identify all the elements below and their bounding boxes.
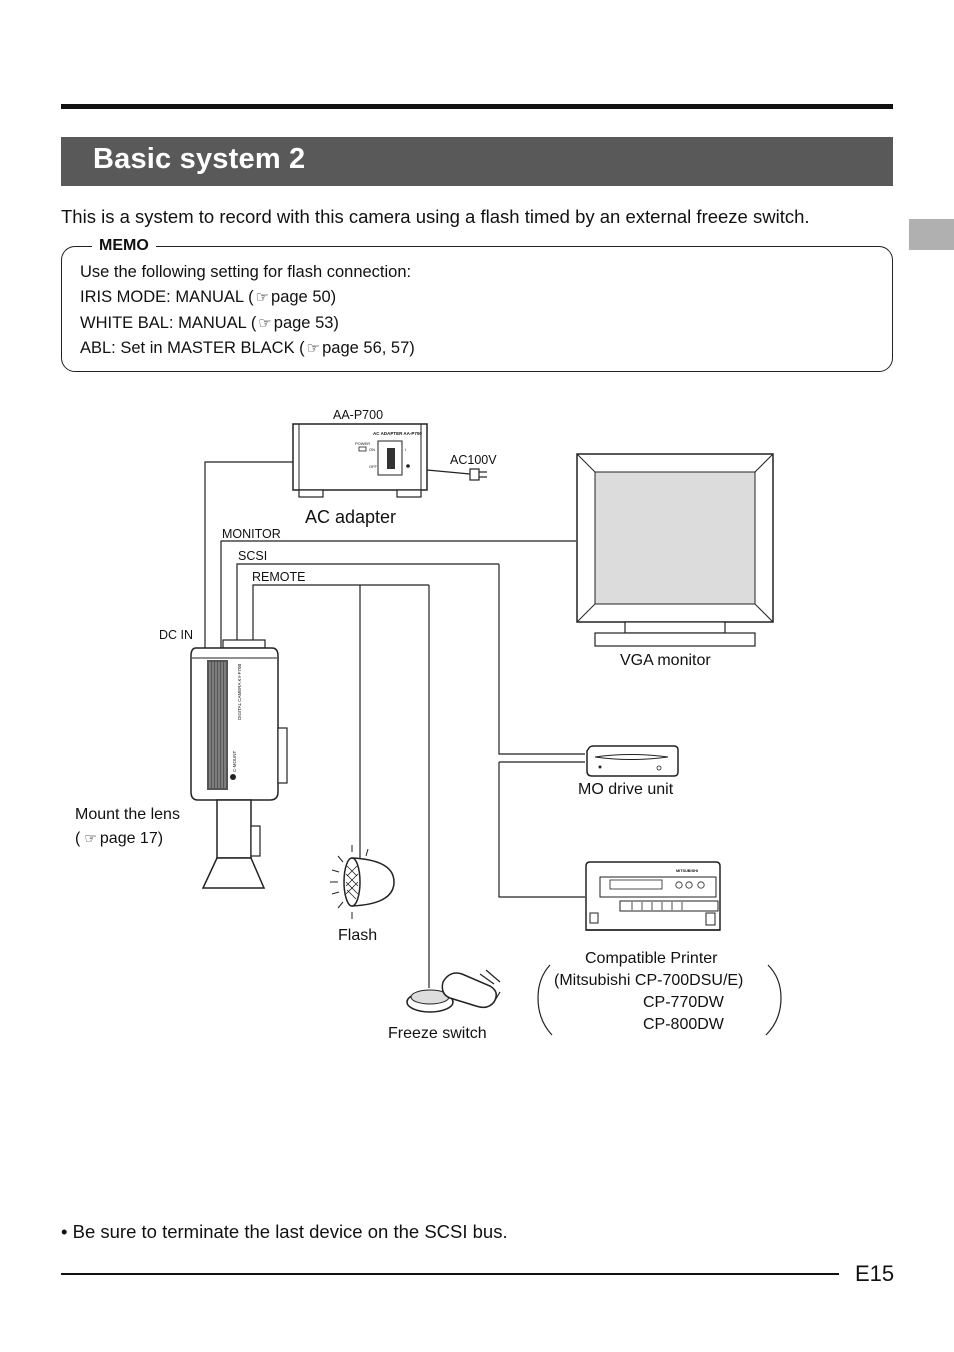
ac-plug-icon xyxy=(469,468,480,481)
memo-line-text: IRIS MODE: MANUAL ( xyxy=(80,288,254,306)
printer-model-2: CP-770DW xyxy=(643,994,725,1011)
page-title: Basic system 2 xyxy=(93,143,306,175)
title-bar: Basic system 2 xyxy=(61,137,893,186)
camera-mount-text: C-MOUNT xyxy=(232,751,237,772)
adapter-off-label: OFF xyxy=(369,464,378,469)
lens-hood xyxy=(201,857,266,889)
scsi-cable-printer xyxy=(498,762,585,898)
freeze-caption: Freeze switch xyxy=(388,1025,487,1042)
memo-line-text: WHITE BAL: MANUAL ( xyxy=(80,314,257,332)
printer-model-3: CP-800DW xyxy=(643,1016,725,1033)
monitor-screen xyxy=(594,471,756,605)
printer-brand-text: MITSUBISHI xyxy=(676,869,698,873)
left-brace xyxy=(537,964,553,1036)
mo-drive: MO drive unit xyxy=(578,745,679,798)
mount-logo-icon xyxy=(230,774,236,780)
intro-text: This is a system to record with this cam… xyxy=(61,206,810,227)
memo-line: IRIS MODE: MANUAL (☞page 50) xyxy=(80,288,336,307)
flash-lens xyxy=(343,857,361,907)
bottom-rule xyxy=(61,1273,839,1275)
printer-caption: Compatible Printer xyxy=(585,950,718,967)
adapter-body xyxy=(292,423,428,491)
pointing-hand-icon: ☞ xyxy=(306,340,321,357)
scsi-cable-label: SCSI xyxy=(238,549,267,563)
camera-model-text: DIGITAL CAMERA KY-F70B xyxy=(237,664,242,720)
flash: Flash xyxy=(330,845,395,944)
monitor-stand xyxy=(594,632,756,647)
page-reference: page 56, 57) xyxy=(322,339,415,357)
adapter-panel-text: AC ADAPTER AA-P700 xyxy=(373,431,422,436)
chapter-tab xyxy=(909,219,954,250)
mo-disk-slot xyxy=(594,754,669,760)
cables xyxy=(204,461,585,988)
dc-in-cable xyxy=(204,461,293,648)
printer: MITSUBISHI xyxy=(585,861,721,931)
memo-line: WHITE BAL: MANUAL (☞page 53) xyxy=(80,314,339,333)
remote-cable xyxy=(252,584,429,648)
flash-caption: Flash xyxy=(338,927,377,944)
pointing-hand-icon: ☞ xyxy=(255,289,270,306)
printer-model-1: (Mitsubishi CP-700DSU/E) xyxy=(554,972,743,989)
memo-line: Use the following setting for flash conn… xyxy=(80,263,411,282)
pointing-hand-icon: ☞ xyxy=(258,315,272,332)
camera-heatsink xyxy=(207,660,228,790)
printer-paper-slot xyxy=(619,900,719,912)
page-reference: page 53) xyxy=(273,314,339,332)
remote-cable-label: REMOTE xyxy=(252,570,305,584)
mo-drive-body xyxy=(586,745,679,777)
memo-line: ABL: Set in MASTER BLACK (☞page 56, 57) xyxy=(80,339,415,358)
adapter-power-label: POWER xyxy=(355,441,370,446)
mo-caption: MO drive unit xyxy=(578,781,674,798)
adapter-i-label: I xyxy=(405,447,406,452)
right-brace xyxy=(765,964,782,1036)
lens-barrel xyxy=(216,799,252,859)
scsi-cable-mo xyxy=(498,564,585,755)
vga-caption: VGA monitor xyxy=(620,652,711,669)
ac-adapter: AA-P700 AC ADAPTER AA-P700 POWER ON OFF … xyxy=(292,408,497,527)
freeze-switch: Freeze switch xyxy=(388,969,501,1042)
lens-caption: Mount the lens xyxy=(75,806,180,823)
scsi-cable xyxy=(236,563,499,648)
camera: DIGITAL CAMERA KY-F70B C-MOUNT xyxy=(190,639,288,889)
memo-line-text: ABL: Set in MASTER BLACK ( xyxy=(80,339,305,357)
adapter-on-label: ON xyxy=(369,447,375,452)
lens-caption-ref: (☞page 17) xyxy=(75,830,163,847)
monitor-cable-label: MONITOR xyxy=(222,527,281,541)
adapter-caption: AC adapter xyxy=(305,507,396,527)
flash-burst-icon xyxy=(330,845,369,919)
memo-label: MEMO xyxy=(92,237,156,255)
monitor-cable xyxy=(220,540,576,648)
memo-line-text: Use the following setting for flash conn… xyxy=(80,263,412,281)
power-lamp xyxy=(358,446,367,452)
ac-label: AC100V xyxy=(450,453,497,467)
vga-monitor: VGA monitor xyxy=(576,453,774,669)
top-rule xyxy=(61,104,893,109)
memo-box: MEMO Use the following setting for flash… xyxy=(61,237,893,372)
page-reference: page 50) xyxy=(271,288,337,306)
page-number: E15 xyxy=(855,1261,895,1286)
pointing-hand-icon: ☞ xyxy=(84,830,97,846)
adapter-model-label: AA-P700 xyxy=(333,408,383,422)
power-switch-rocker xyxy=(387,448,395,469)
dc-in-label: DC IN xyxy=(159,628,193,642)
scsi-termination-note: • Be sure to terminate the last device o… xyxy=(61,1221,508,1242)
